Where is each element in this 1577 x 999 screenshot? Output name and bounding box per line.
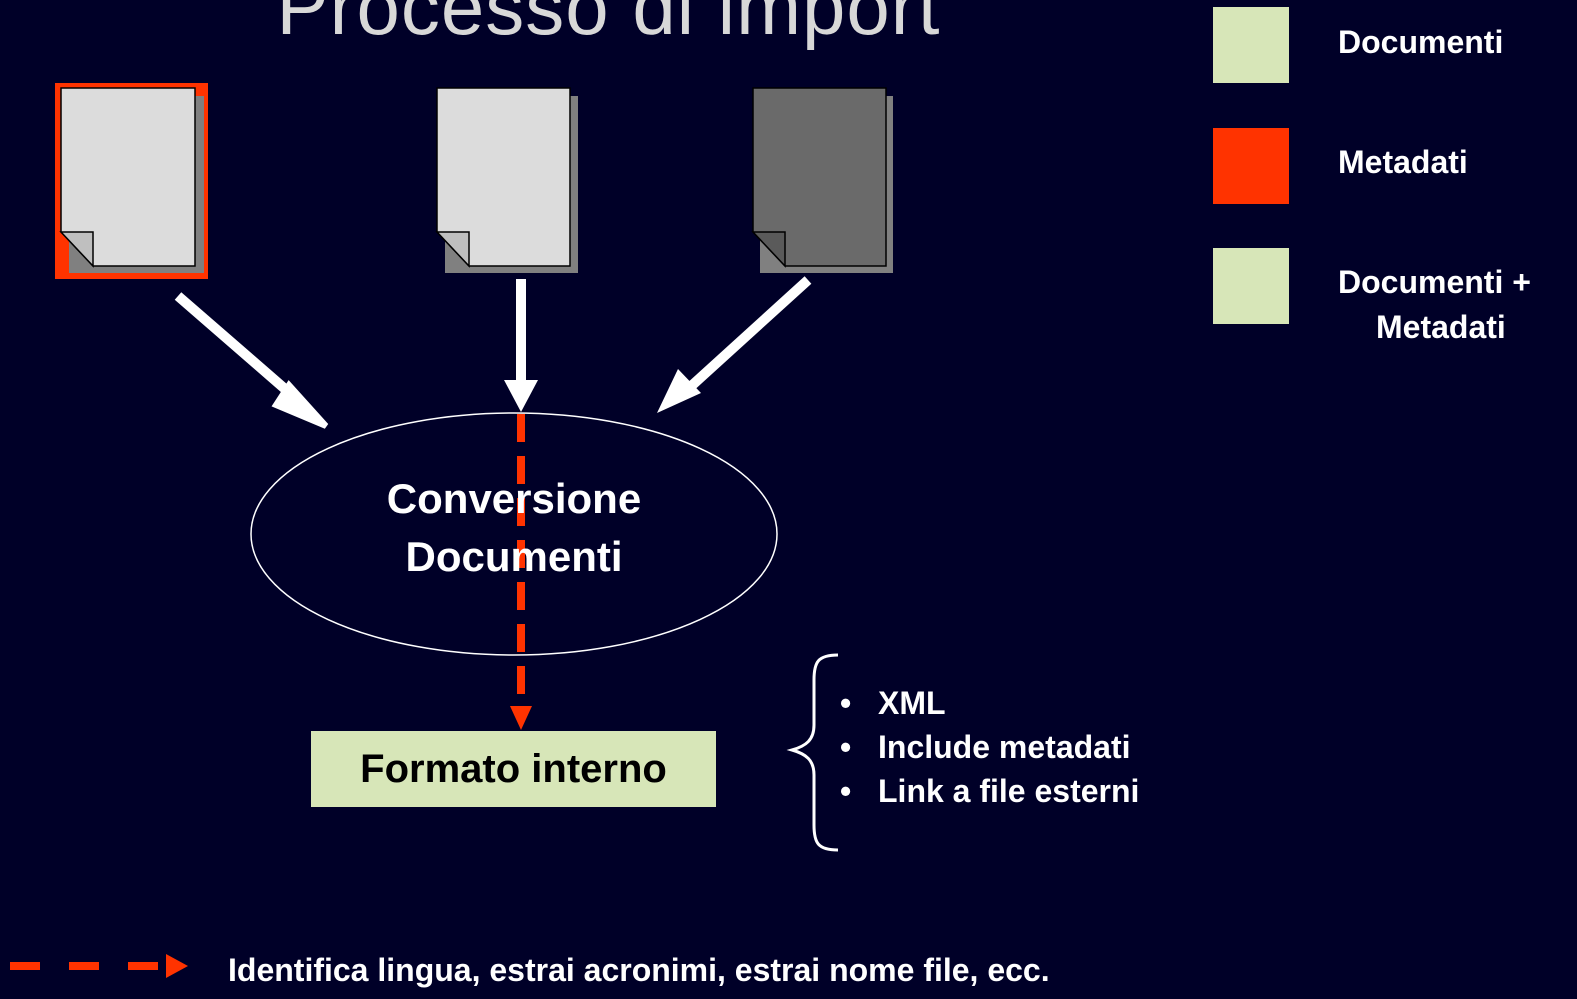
process-label-line1: Conversione xyxy=(386,475,642,522)
arrow-center-icon xyxy=(504,279,538,412)
legend-label-documenti: Documenti xyxy=(1338,24,1504,60)
arrow-right-icon xyxy=(657,276,812,413)
legend-swatch-metadati xyxy=(1213,128,1289,204)
document-with-metadata-icon xyxy=(55,83,208,279)
list-item: •XML xyxy=(840,685,946,721)
legend-label-metadati: Metadati xyxy=(1338,144,1468,180)
output-format-box: Formato interno xyxy=(311,731,716,807)
dark-document-icon xyxy=(751,87,893,273)
slide-title: Processo di import xyxy=(276,0,941,51)
process-label: Conversione Documenti xyxy=(314,470,714,586)
list-item: •Link a file esterni xyxy=(840,773,1140,809)
footer-note: Identifica lingua, estrai acronimi, estr… xyxy=(228,952,1050,988)
arrow-left-icon xyxy=(174,292,329,429)
conversion-ellipse xyxy=(250,412,778,656)
footer-dashed-arrow-icon xyxy=(10,954,188,978)
legend-label-documenti-plus: Documenti + xyxy=(1338,264,1531,300)
legend-swatch-documenti-metadati xyxy=(1213,248,1289,324)
dashed-red-arrow xyxy=(510,414,532,730)
legend-label-metadati-2: Metadati xyxy=(1376,309,1506,345)
curly-brace-icon xyxy=(786,653,839,852)
list-item: •Include metadati xyxy=(840,729,1131,765)
document-icon xyxy=(435,87,578,273)
output-features-list: •XML •Include metadati •Link a file este… xyxy=(840,681,1139,813)
process-label-line2: Documenti xyxy=(405,533,623,580)
legend-swatch-documenti xyxy=(1213,7,1289,83)
